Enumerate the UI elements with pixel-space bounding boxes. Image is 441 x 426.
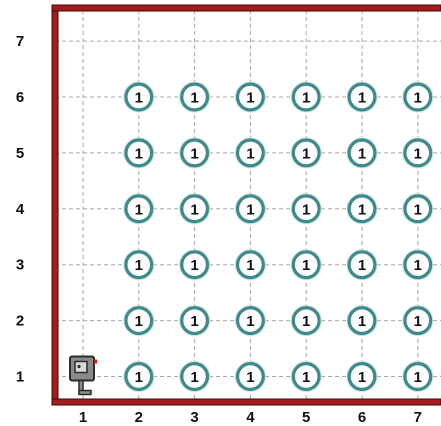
beeper-count: 1 bbox=[190, 313, 198, 330]
beeper: 1 bbox=[235, 362, 265, 392]
beeper: 1 bbox=[180, 194, 210, 224]
beeper: 1 bbox=[235, 138, 265, 168]
beeper-count: 1 bbox=[302, 201, 310, 218]
beeper: 1 bbox=[403, 250, 433, 280]
beeper: 1 bbox=[347, 250, 377, 280]
beeper-count: 1 bbox=[302, 257, 310, 274]
robot-screen bbox=[75, 362, 87, 373]
beeper: 1 bbox=[180, 250, 210, 280]
beeper: 1 bbox=[403, 362, 433, 392]
beeper-count: 1 bbox=[302, 90, 310, 107]
beeper: 1 bbox=[180, 138, 210, 168]
beeper: 1 bbox=[235, 250, 265, 280]
beeper-count: 1 bbox=[358, 90, 366, 107]
beeper-count: 1 bbox=[358, 257, 366, 274]
beeper-count: 1 bbox=[302, 369, 310, 386]
column-label: 3 bbox=[190, 409, 198, 426]
beeper-count: 1 bbox=[190, 257, 198, 274]
robot-eye bbox=[77, 365, 80, 368]
beeper-count: 1 bbox=[302, 145, 310, 162]
beeper-count: 1 bbox=[358, 145, 366, 162]
beeper: 1 bbox=[180, 82, 210, 112]
row-label: 7 bbox=[16, 33, 24, 50]
column-label: 1 bbox=[79, 409, 87, 426]
beeper-count: 1 bbox=[246, 257, 254, 274]
beeper-count: 1 bbox=[135, 145, 143, 162]
beeper-count: 1 bbox=[246, 313, 254, 330]
beeper-count: 1 bbox=[246, 201, 254, 218]
beeper-count: 1 bbox=[135, 369, 143, 386]
column-label: 7 bbox=[414, 409, 422, 426]
beeper-count: 1 bbox=[414, 145, 422, 162]
beeper: 1 bbox=[347, 306, 377, 336]
beeper-count: 1 bbox=[302, 313, 310, 330]
wall-bottom bbox=[52, 399, 441, 405]
beeper: 1 bbox=[403, 194, 433, 224]
beeper: 1 bbox=[291, 82, 321, 112]
beeper-count: 1 bbox=[358, 313, 366, 330]
column-label: 6 bbox=[358, 409, 366, 426]
beeper: 1 bbox=[124, 250, 154, 280]
beeper-count: 1 bbox=[135, 90, 143, 107]
beeper-count: 1 bbox=[135, 313, 143, 330]
beeper: 1 bbox=[291, 250, 321, 280]
beeper: 1 bbox=[124, 82, 154, 112]
robot-antenna-light bbox=[94, 360, 97, 364]
robot-foot bbox=[79, 391, 91, 395]
beeper: 1 bbox=[180, 306, 210, 336]
beeper-count: 1 bbox=[246, 145, 254, 162]
beeper: 1 bbox=[235, 82, 265, 112]
beeper-count: 1 bbox=[414, 257, 422, 274]
beeper: 1 bbox=[124, 362, 154, 392]
beeper: 1 bbox=[403, 82, 433, 112]
row-label: 1 bbox=[16, 369, 24, 386]
row-label: 3 bbox=[16, 257, 24, 274]
beeper: 1 bbox=[124, 194, 154, 224]
wall-top bbox=[52, 5, 441, 11]
column-label: 4 bbox=[246, 409, 255, 426]
row-label: 4 bbox=[16, 201, 25, 218]
beeper-count: 1 bbox=[246, 369, 254, 386]
beeper: 1 bbox=[347, 82, 377, 112]
beeper: 1 bbox=[347, 138, 377, 168]
beeper: 1 bbox=[235, 306, 265, 336]
beeper-count: 1 bbox=[414, 313, 422, 330]
beeper: 1 bbox=[291, 306, 321, 336]
beeper: 1 bbox=[403, 138, 433, 168]
beeper-count: 1 bbox=[414, 90, 422, 107]
beeper: 1 bbox=[291, 194, 321, 224]
beeper: 1 bbox=[291, 362, 321, 392]
beeper: 1 bbox=[124, 306, 154, 336]
beeper-count: 1 bbox=[246, 90, 254, 107]
beeper-count: 1 bbox=[190, 90, 198, 107]
wall-left bbox=[52, 5, 58, 405]
beeper: 1 bbox=[235, 194, 265, 224]
beeper: 1 bbox=[180, 362, 210, 392]
beeper: 1 bbox=[124, 138, 154, 168]
row-label: 5 bbox=[16, 145, 24, 162]
beeper-count: 1 bbox=[190, 369, 198, 386]
beeper: 1 bbox=[403, 306, 433, 336]
beeper-count: 1 bbox=[414, 369, 422, 386]
beeper-count: 1 bbox=[414, 201, 422, 218]
beeper-count: 1 bbox=[190, 145, 198, 162]
beeper-count: 1 bbox=[135, 257, 143, 274]
beeper: 1 bbox=[347, 194, 377, 224]
beeper: 1 bbox=[347, 362, 377, 392]
beeper-count: 1 bbox=[190, 201, 198, 218]
beeper-count: 1 bbox=[358, 369, 366, 386]
row-label: 6 bbox=[16, 89, 24, 106]
column-label: 2 bbox=[135, 409, 143, 426]
beeper-count: 1 bbox=[358, 201, 366, 218]
beeper-count: 1 bbox=[135, 201, 143, 218]
row-label: 2 bbox=[16, 313, 24, 330]
beeper: 1 bbox=[291, 138, 321, 168]
column-label: 5 bbox=[302, 409, 310, 426]
